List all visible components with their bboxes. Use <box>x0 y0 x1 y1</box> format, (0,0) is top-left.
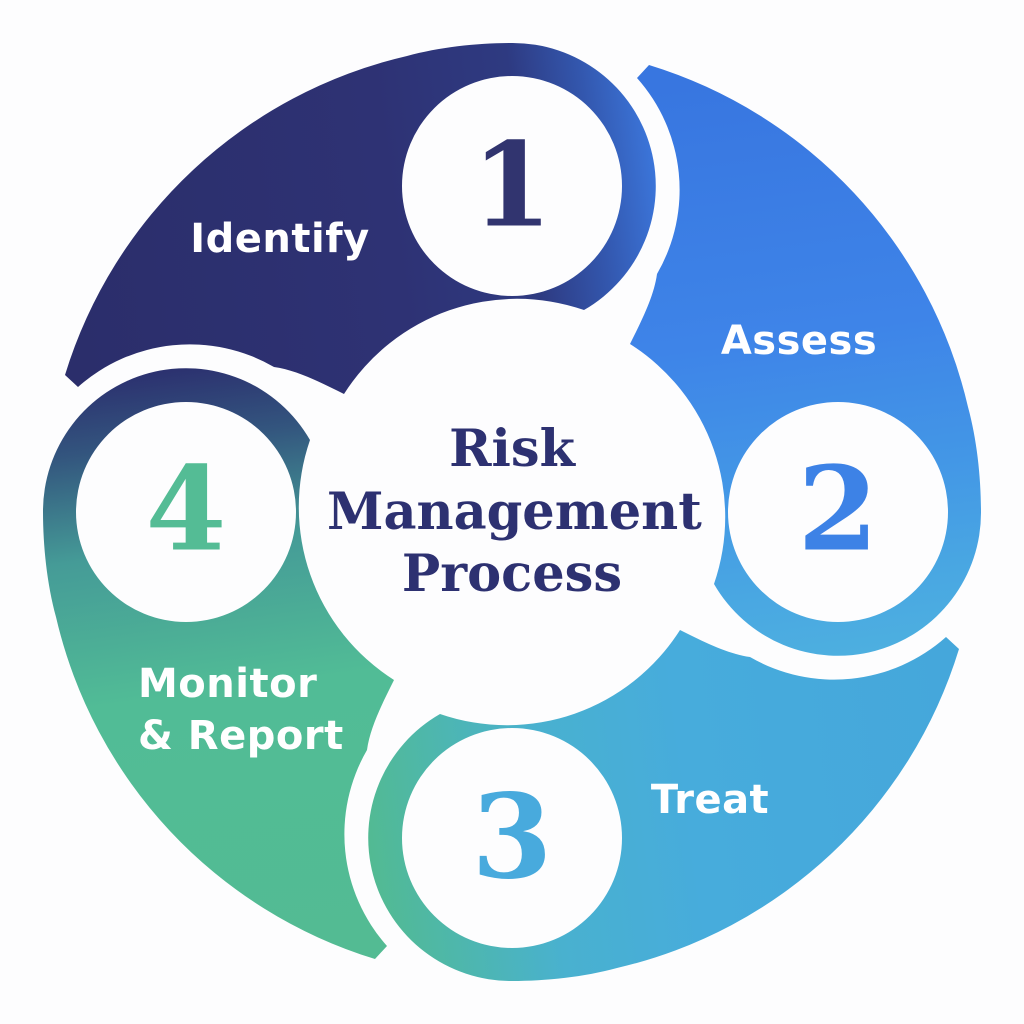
step-4-label: Monitor & Report <box>138 661 344 759</box>
diagram-title: Risk Management Process <box>327 418 702 605</box>
step-4-number-badge: 4 <box>145 441 227 578</box>
step-3-label: Treat <box>650 777 770 823</box>
step-2-number-badge: 2 <box>797 441 879 578</box>
step-2-label: Assess <box>720 318 878 364</box>
step-1-number-badge: 1 <box>471 117 553 254</box>
step-3-number-badge: 3 <box>471 769 553 906</box>
step-1-label: Identify <box>190 216 370 262</box>
